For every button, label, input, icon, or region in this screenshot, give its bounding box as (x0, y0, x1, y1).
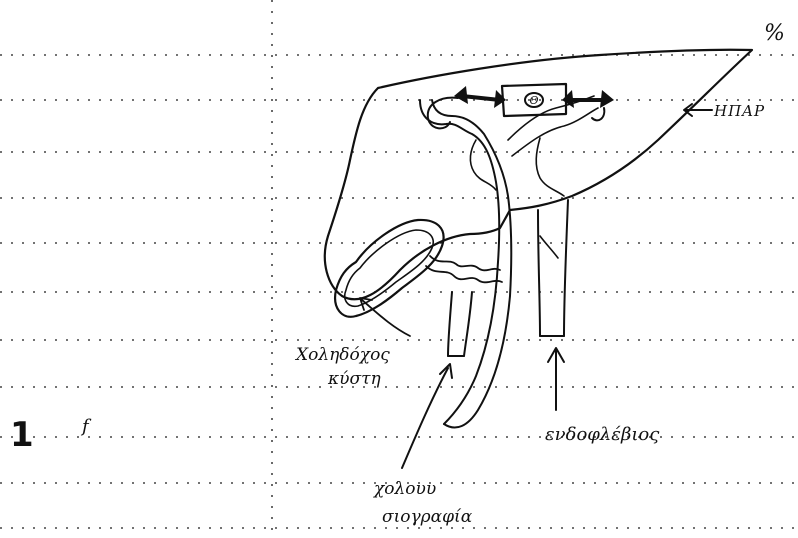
figure-number: 1 (10, 415, 34, 455)
vena-cava-label: ενδοφλέβιος (545, 424, 660, 445)
corner-mark: % (764, 21, 785, 46)
gallbladder-label-line1: Χοληδόχος (294, 345, 390, 365)
gallbladder-label-group: Χοληδόχος κύστη (294, 298, 410, 389)
liver-label: ΗΠΑΡ (713, 102, 765, 120)
central-box-group: Θ (428, 84, 614, 128)
gallbladder-label-line2: κύστη (327, 369, 381, 389)
catheter (448, 292, 472, 356)
vena-cava (538, 200, 568, 336)
cholangio-label-group: χολουυ σιογραφία (373, 364, 473, 527)
cholangio-arrow-icon (402, 368, 448, 468)
gallbladder-pointer-icon (362, 300, 410, 336)
center-mark: Θ (529, 94, 538, 107)
cholangio-label-line1: χολουυ (373, 479, 436, 499)
cholangio-label-line2: σιογραφία (382, 507, 473, 527)
vena-cava-label-group: ενδοφλέβιος (545, 348, 660, 445)
side-mark: f (80, 416, 92, 437)
